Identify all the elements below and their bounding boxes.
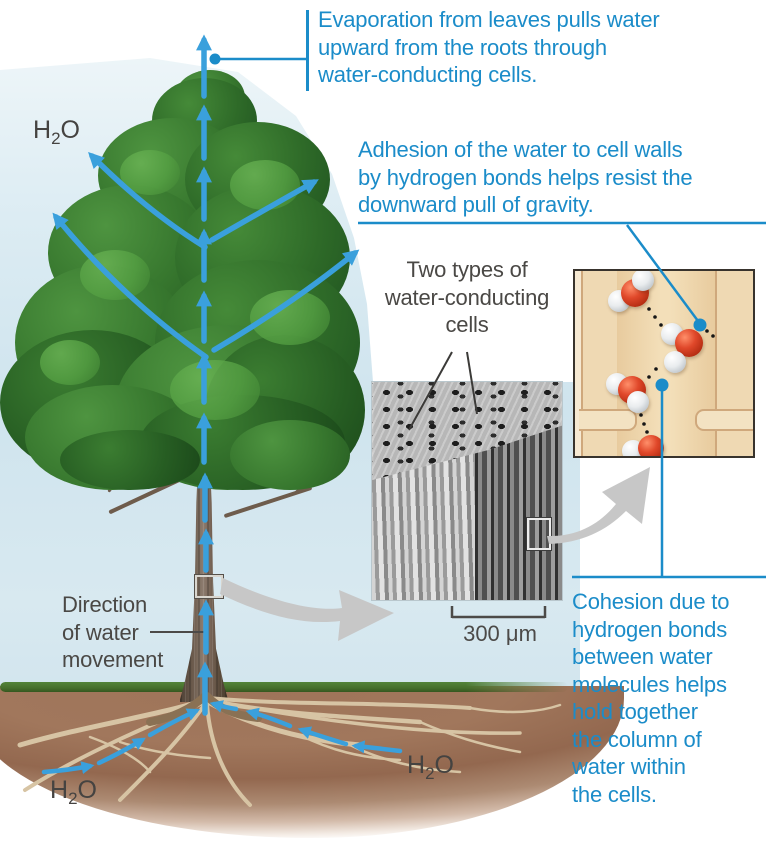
h2o-subscript: 2	[425, 764, 435, 783]
callout-line: the column of	[572, 726, 702, 752]
callout-line: water-conducting cells.	[318, 62, 538, 87]
callout-line: between water	[572, 644, 713, 669]
direction-label: Direction of water movement	[62, 591, 227, 674]
connector-dot	[209, 53, 221, 65]
callout-line: molecules helps	[572, 671, 727, 697]
h2o-text: H	[33, 116, 52, 144]
h2o-text: O	[77, 776, 97, 804]
adhesion-callout: Adhesion of the water to cell walls by h…	[358, 136, 768, 219]
zoom-source-box-sem	[526, 517, 552, 551]
grass-strip	[0, 682, 568, 692]
oxygen-atom	[638, 435, 664, 456]
callout-line: hold together	[572, 699, 698, 724]
h2o-subscript: 2	[51, 129, 61, 148]
h2o-label-root-right: H2O	[407, 751, 454, 784]
h2o-label-canopy: H2O	[33, 116, 80, 149]
callout-line: downward pull of gravity.	[358, 192, 594, 217]
h2o-text: H	[50, 776, 69, 804]
two-types-label: Two types of water-conducting cells	[366, 256, 568, 339]
sem-micrograph	[372, 382, 562, 600]
soil-mound	[0, 686, 624, 838]
molecule-inset	[573, 269, 755, 458]
callout-line: movement	[62, 647, 164, 672]
callout-line: Adhesion of the water to cell walls	[358, 137, 683, 162]
callout-line: cells	[445, 312, 489, 337]
callout-line: Two types of	[406, 257, 528, 282]
callout-line: Cohesion due to	[572, 589, 730, 614]
callout-line: by hydrogen bonds helps resist the	[358, 164, 693, 190]
callout-line: the cells.	[572, 781, 657, 807]
cell-wall-pit-left	[579, 409, 637, 431]
cell-wall-pit-right	[695, 409, 753, 431]
h2o-text: O	[434, 751, 454, 779]
callout-line: of water	[62, 619, 139, 645]
h2o-label-root-left: H2O	[50, 776, 97, 809]
hydrogen-atom	[627, 391, 649, 413]
hydrogen-atom	[664, 351, 686, 373]
h2o-text: H	[407, 751, 426, 779]
scale-bar-label: 300 μm	[463, 621, 537, 646]
callout-line: Evaporation from leaves pulls water	[318, 7, 660, 32]
callout-line: Direction	[62, 592, 148, 617]
hydrogen-atom	[632, 271, 654, 291]
callout-line: upward from the roots through	[318, 34, 607, 60]
h2o-text: O	[60, 116, 80, 144]
evaporation-callout: Evaporation from leaves pulls water upwa…	[318, 6, 768, 89]
callout-line: hydrogen bonds	[572, 616, 727, 642]
h2o-subscript: 2	[68, 789, 78, 808]
callout-line: water-conducting	[384, 284, 550, 310]
cohesion-callout: Cohesion due to hydrogen bonds between w…	[572, 588, 766, 808]
callout-line: water within	[572, 754, 686, 779]
